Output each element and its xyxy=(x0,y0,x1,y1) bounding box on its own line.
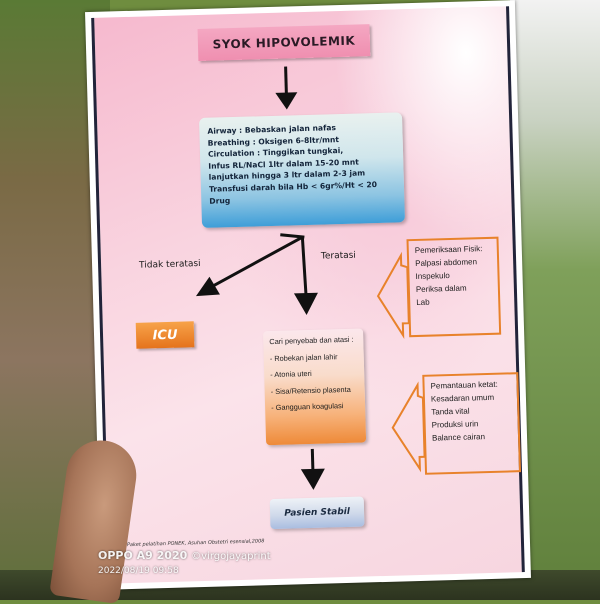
cause-item: - Sisa/Retensio plasenta xyxy=(270,384,351,396)
branch-connector xyxy=(280,233,305,239)
arrow-cause-to-outcome xyxy=(300,448,325,490)
arrow-monitor-to-cause xyxy=(391,381,426,473)
poster: SYOK HIPOVOLEMIK xyxy=(85,0,531,590)
cause-item: - Gangguan koagulasi xyxy=(271,401,344,413)
exam-item: Lab xyxy=(416,297,430,307)
outcome-label: Pasien Stabil xyxy=(284,506,351,519)
watermark-handle: ©virgojayaprint xyxy=(191,551,271,562)
arrow-abc-to-icu xyxy=(195,235,304,297)
branch-label-right: Teratasi xyxy=(320,250,357,262)
monitor-box: Pemantauan ketat: Kesadaran umum Tanda v… xyxy=(422,372,522,475)
arrow-exam-to-cause xyxy=(376,251,410,339)
abc-box: Airway : Bebaskan jalan nafas Breathing … xyxy=(199,112,406,228)
watermark-device: OPPO A9 2020 xyxy=(98,549,188,562)
cause-title: Cari penyebab dan atasi : xyxy=(269,334,354,347)
cause-item: - Atonia uteri xyxy=(270,369,312,380)
watermark-line-1: OPPO A9 2020 ©virgojayaprint xyxy=(98,549,271,562)
exam-title: Pemeriksaan Fisik: xyxy=(414,244,483,255)
arrow-abc-to-cause xyxy=(293,237,318,316)
cause-item: - Robekan jalan lahir xyxy=(269,351,338,363)
branch-label-left: Tidak teratasi xyxy=(138,258,201,271)
icu-box: ICU xyxy=(135,321,195,349)
monitor-item: Balance cairan xyxy=(431,432,486,443)
flow-arrows xyxy=(195,66,426,490)
exam-box: Pemeriksaan Fisik: Palpasi abdomen Inspe… xyxy=(406,236,502,338)
cause-box: Cari penyebab dan atasi : - Robekan jala… xyxy=(262,328,367,446)
poster-surface: SYOK HIPOVOLEMIK xyxy=(91,6,525,584)
arrow-title-to-abc xyxy=(275,66,298,110)
outcome-box: Pasien Stabil xyxy=(269,496,365,530)
watermark-datetime: 2022/08/19 09:58 xyxy=(98,566,179,576)
monitor-title: Pemantauan ketat: xyxy=(430,379,498,391)
icu-label: ICU xyxy=(152,327,178,343)
